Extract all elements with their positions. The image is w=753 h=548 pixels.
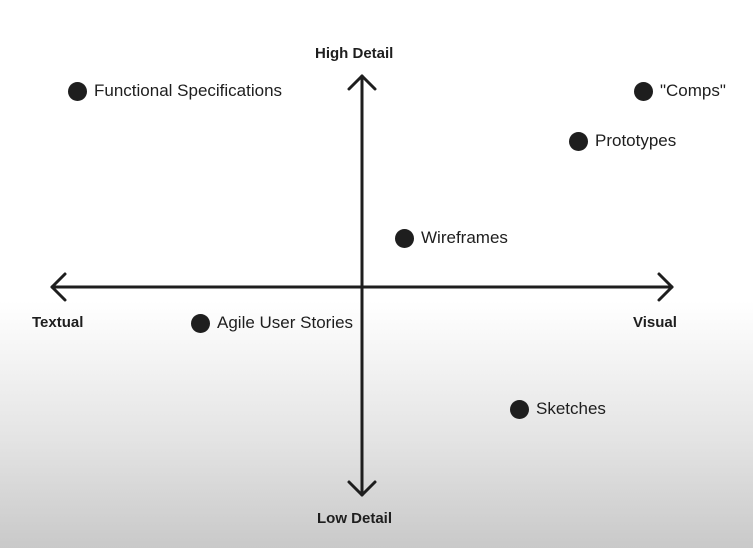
point-wireframes: Wireframes <box>395 228 508 248</box>
point-label: Agile User Stories <box>217 313 354 332</box>
point-sketches: Sketches <box>510 399 606 419</box>
bottom-arrowhead <box>347 480 377 497</box>
point-marker <box>569 131 588 151</box>
point-label: Wireframes <box>421 228 508 247</box>
point-comps: "Comps" <box>634 81 726 101</box>
point-functional-specifications: Functional Specifications <box>68 81 282 101</box>
point-marker <box>191 313 210 333</box>
point-marker <box>395 228 414 248</box>
point-marker <box>68 81 87 101</box>
point-label: Sketches <box>536 399 606 418</box>
left-arrowhead <box>50 272 67 302</box>
point-marker <box>510 399 529 419</box>
axis-label-textual: Textual <box>32 314 84 331</box>
point-prototypes: Prototypes <box>569 131 676 151</box>
point-marker <box>634 81 653 101</box>
point-label: "Comps" <box>660 81 726 100</box>
axis-label-high-detail: High Detail <box>315 45 394 62</box>
right-arrowhead <box>657 272 674 302</box>
axis-label-visual: Visual <box>633 314 677 331</box>
axis-label-low-detail: Low Detail <box>317 510 393 527</box>
point-agile-user-stories: Agile User Stories <box>191 313 353 333</box>
point-label: Prototypes <box>595 131 677 150</box>
top-arrowhead <box>347 74 377 91</box>
point-label: Functional Specifications <box>94 81 283 100</box>
